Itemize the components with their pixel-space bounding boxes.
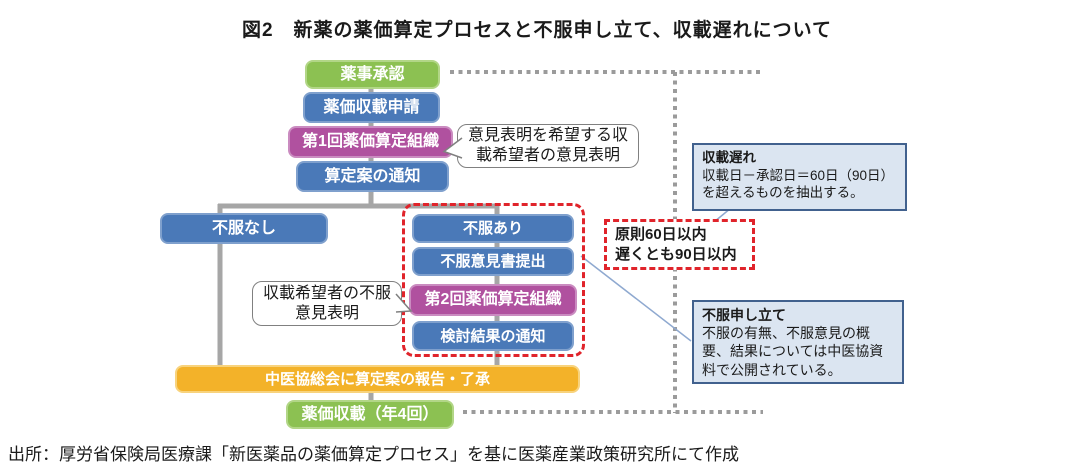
flow-box-review-result-notice: 検討結果の通知: [412, 321, 574, 351]
deadline-line-2: 遅くとも90日以内: [615, 246, 737, 264]
objection-note-callout: 不服申し立て 不服の有無、不服意見の概要、結果については中医協資料で公開されてい…: [692, 300, 904, 384]
flow-box-regulatory-approval: 薬事承認: [305, 60, 440, 89]
flow-box-price-listing: 薬価収載（年4回）: [286, 400, 454, 429]
speech-bubble-objection-text: 収載希望者の不服意見表明: [262, 284, 391, 322]
source-note: 出所：厚労省保険局医療課「新医薬品の薬価算定プロセス」を基に医薬産業政策研究所に…: [8, 445, 739, 464]
speech-bubble-opinion-statement: 意見表明を希望する収載希望者の意見表明: [457, 124, 639, 168]
flow-box-no-objection: 不服なし: [160, 213, 328, 244]
speech-bubble-objection-statement: 収載希望者の不服意見表明: [252, 281, 402, 326]
listing-delay-callout: 収載遅れ 収載日－承認日＝60日（90日）を超えるものを抽出する。: [692, 143, 907, 211]
listing-delay-body: 収載日－承認日＝60日（90日）を超えるものを抽出する。: [702, 167, 895, 201]
flow-box-first-pricing-organization: 第1回薬価算定組織: [288, 126, 453, 158]
speech-bubble-opinion-text: 意見表明を希望する収載希望者の意見表明: [467, 127, 628, 164]
deadline-line-1: 原則60日以内: [615, 226, 707, 243]
flow-box-listing-application: 薬価収載申請: [303, 92, 440, 123]
flow-box-draft-price-notice: 算定案の通知: [296, 161, 449, 192]
objection-process-group: [402, 203, 585, 357]
deadline-note: 原則60日以内 遅くとも90日以内: [604, 219, 755, 270]
flow-box-chuikyo-report-approval: 中医協総会に算定案の報告・了承: [175, 365, 580, 393]
flow-box-objection: 不服あり: [412, 214, 574, 243]
flow-box-objection-statement-submission: 不服意見書提出: [412, 247, 574, 276]
listing-delay-title: 収載遅れ: [702, 150, 756, 165]
figure-title: 図2 新薬の薬価算定プロセスと不服申し立て、収載遅れについて: [241, 20, 833, 41]
flow-box-second-pricing-organization: 第2回薬価算定組織: [409, 284, 577, 316]
objection-note-body: 不服の有無、不服意見の概要、結果については中医協資料で公開されている。: [702, 325, 884, 378]
objection-note-title: 不服申し立て: [702, 307, 786, 323]
